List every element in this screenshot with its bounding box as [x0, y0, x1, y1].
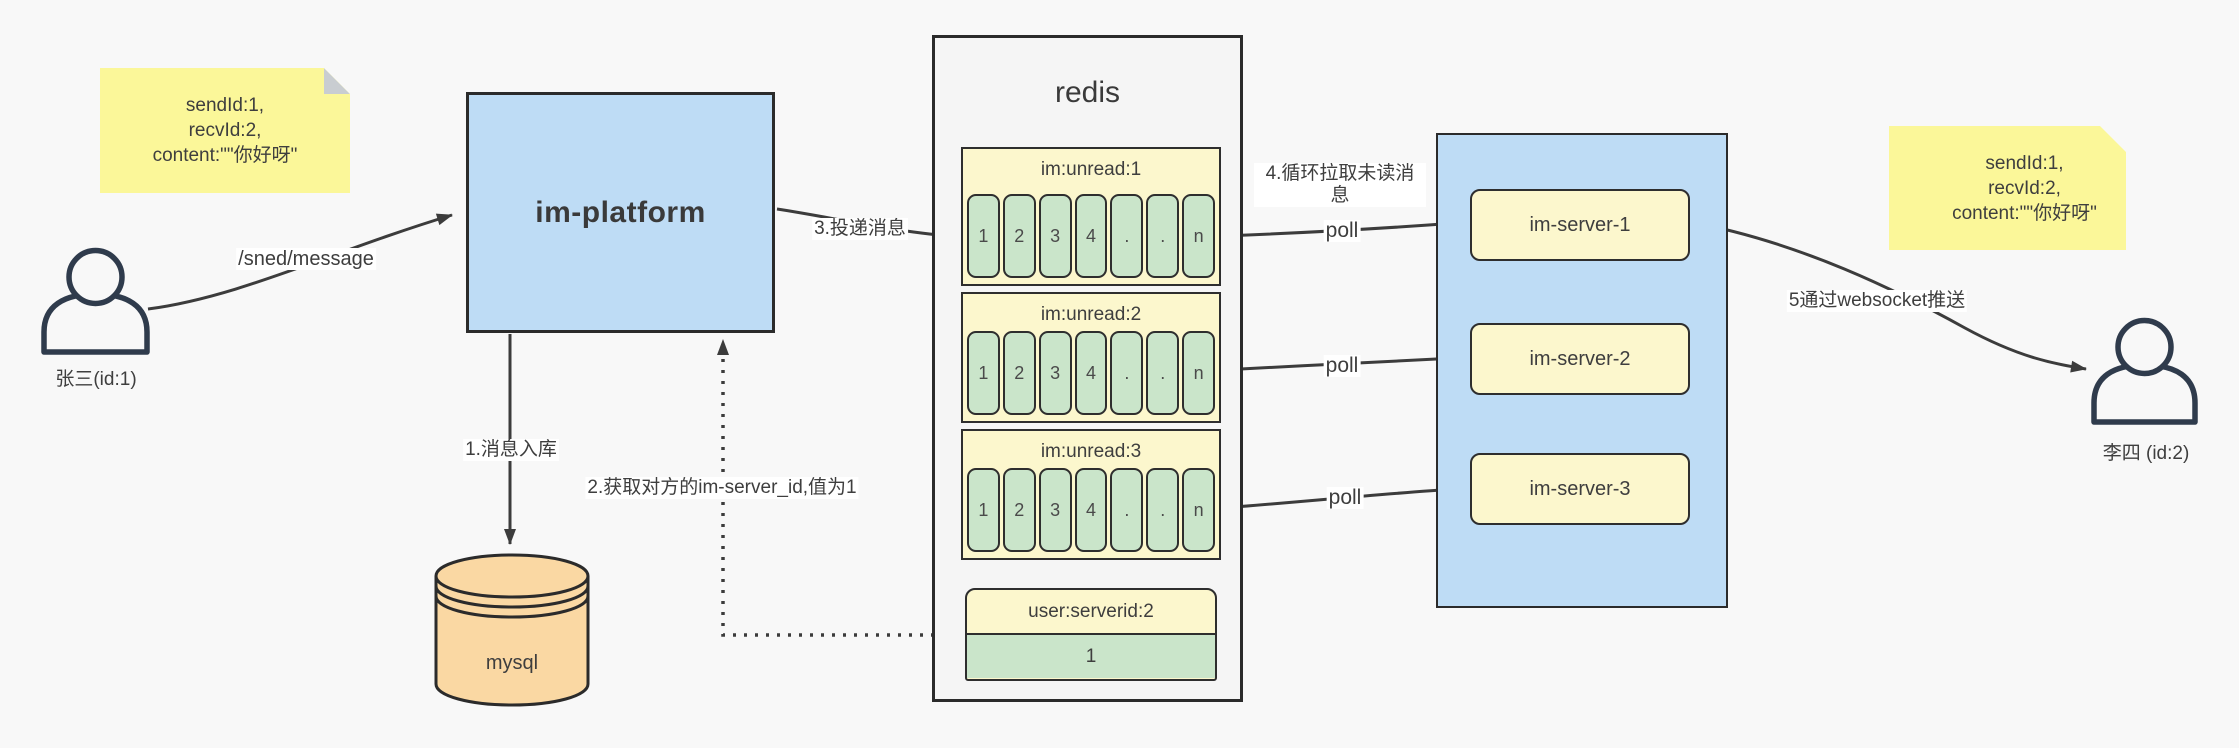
edge-label-step4: 4.循环拉取未读消 息: [1254, 163, 1426, 207]
im-server-3-label: im-server-3: [1529, 477, 1631, 500]
note-line: recvId:2,: [1988, 177, 2061, 199]
queue-cells: 1 2 3 4 . . n: [967, 331, 1216, 415]
queue-cell: n: [1182, 468, 1216, 552]
queue-cell: 1: [967, 468, 1000, 552]
queue-cell: 2: [1002, 331, 1036, 415]
edge-label-poll-3: poll: [1326, 486, 1364, 509]
note-line: content:""你好呀": [152, 145, 298, 166]
edge-label-step2: 2.获取对方的im-server_id,值为1: [585, 477, 859, 499]
queue-cell: n: [1182, 194, 1216, 278]
queue-cell: 3: [1038, 331, 1072, 415]
sender-user-icon: [41, 247, 150, 355]
redis-queue-unread-3: im:unread:3 1 2 3 4 . . n: [961, 429, 1221, 560]
note-line: recvId:2,: [188, 120, 262, 141]
receiver-user-icon: [2091, 317, 2198, 425]
edge-lookup-serverid-dotted-arrow: [717, 339, 956, 637]
queue-cell: .: [1146, 194, 1180, 278]
im-server-3-node: im-server-3: [1470, 453, 1690, 525]
im-server-cluster: im-server-1 im-server-2 im-server-3: [1436, 133, 1728, 608]
note-line: sendId:1,: [1985, 152, 2064, 174]
mysql-label: mysql: [485, 652, 539, 674]
redis-queue-unread-1: im:unread:1 1 2 3 4 . . n: [961, 147, 1221, 286]
im-platform-label: im-platform: [535, 195, 706, 229]
redis-title: redis: [1054, 76, 1121, 109]
note-line: sendId:1,: [185, 95, 265, 116]
edge-label-step1: 1.消息入库: [463, 439, 559, 461]
queue-key-label: im:unread:1: [1040, 159, 1142, 180]
queue-cell: .: [1110, 331, 1144, 415]
note-line: content:""你好呀": [1952, 202, 2097, 224]
edge-label-step5: 5通过websocket推送: [1786, 290, 1968, 312]
queue-cell: 3: [1038, 468, 1072, 552]
queue-cell: .: [1110, 194, 1144, 278]
im-server-2-label: im-server-2: [1529, 347, 1631, 370]
edge-label-poll-1: poll: [1323, 219, 1361, 242]
queue-cells: 1 2 3 4 . . n: [967, 194, 1216, 278]
sender-payload-note: sendId:1, recvId:2, content:""你好呀": [100, 68, 350, 193]
queue-cell: n: [1182, 331, 1216, 415]
receiver-name-label: 李四 (id:2): [2102, 443, 2190, 464]
edge-label-step3: 3.投递消息: [812, 218, 908, 240]
redis-container: redis im:unread:1 1 2 3 4 . . n im:unrea…: [932, 35, 1243, 702]
queue-cell: 2: [1002, 194, 1036, 278]
queue-cell: .: [1110, 468, 1144, 552]
queue-key-label: im:unread:3: [1040, 441, 1142, 462]
queue-cell: .: [1146, 468, 1180, 552]
queue-key-label: im:unread:2: [1040, 304, 1142, 325]
edge-websocket-push-arrow: [1689, 220, 2087, 373]
receiver-payload-note: sendId:1, recvId:2, content:""你好呀": [1889, 126, 2126, 250]
queue-cells: 1 2 3 4 . . n: [967, 468, 1216, 552]
queue-cell: 1: [967, 194, 1000, 278]
im-server-1-node: im-server-1: [1470, 189, 1690, 261]
queue-cell: 4: [1074, 468, 1108, 552]
im-server-1-label: im-server-1: [1529, 213, 1631, 236]
im-platform-node: im-platform: [466, 92, 775, 333]
redis-queue-unread-2: im:unread:2 1 2 3 4 . . n: [961, 292, 1221, 423]
queue-cell: 3: [1038, 194, 1072, 278]
queue-cell: .: [1146, 331, 1180, 415]
queue-cell: 1: [967, 331, 1000, 415]
queue-cell: 4: [1074, 194, 1108, 278]
im-server-2-node: im-server-2: [1470, 323, 1690, 395]
kv-value: 1: [967, 635, 1215, 678]
sender-name-label: 张三(id:1): [55, 369, 137, 390]
edge-label-send-api: /sned/message: [236, 248, 376, 270]
edge-label-poll-2: poll: [1323, 354, 1361, 377]
edge-send-message-arrow: [147, 213, 453, 311]
mysql-database-cylinder: [434, 553, 590, 707]
kv-key-label: user:serverid:2: [967, 590, 1215, 635]
queue-cell: 2: [1002, 468, 1036, 552]
queue-cell: 4: [1074, 331, 1108, 415]
redis-user-serverid-entry: user:serverid:2 1: [965, 588, 1217, 681]
